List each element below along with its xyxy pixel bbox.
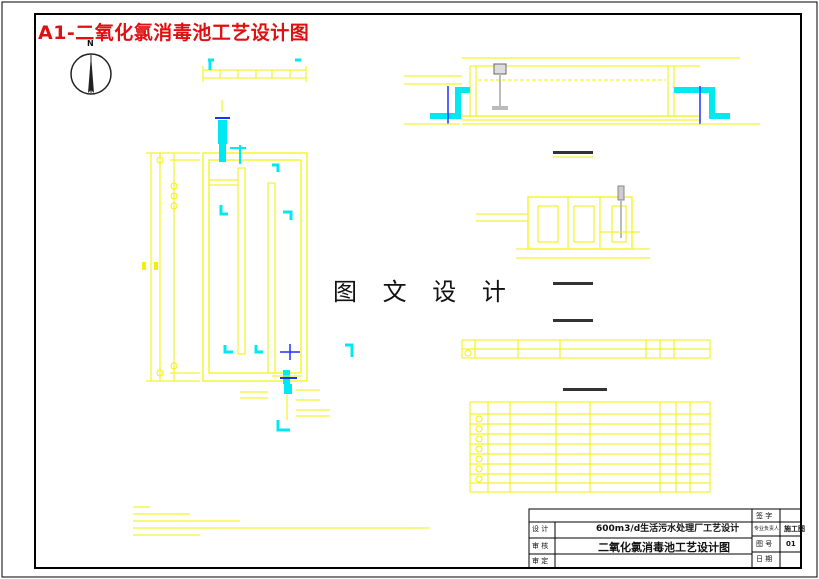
equipment-table-small (461, 319, 711, 359)
value-drawing-no: 01 (786, 540, 796, 548)
north-arrow-icon (70, 53, 112, 95)
equipment-table-large (469, 388, 711, 493)
label-drawing-no: 图 号 (756, 540, 773, 548)
north-label: N (87, 39, 94, 48)
plan-view (142, 58, 354, 432)
title-block (528, 508, 802, 569)
drawing-frame (34, 13, 802, 569)
section-1-1-view (404, 57, 760, 158)
value-lead: 施工图 (784, 525, 805, 533)
label-date: 日 期 (756, 555, 773, 563)
drawing-name: 二氧化氯消毒池工艺设计图 (598, 541, 730, 554)
watermark-text: 图 文 设 计 (333, 278, 515, 306)
label-lead: 专业负责人 (754, 526, 780, 532)
label-designer: 设 计 (532, 525, 549, 533)
drawing-title: A1-二氧化氯消毒池工艺设计图 (38, 22, 310, 44)
section-2-2-view (476, 185, 650, 285)
label-reviewer: 审 核 (532, 542, 549, 550)
label-approver: 审 定 (532, 557, 549, 565)
design-notes (133, 506, 430, 536)
project-name: 600m3/d生活污水处理厂工艺设计 (596, 524, 740, 534)
label-signature: 签 字 (756, 512, 773, 520)
